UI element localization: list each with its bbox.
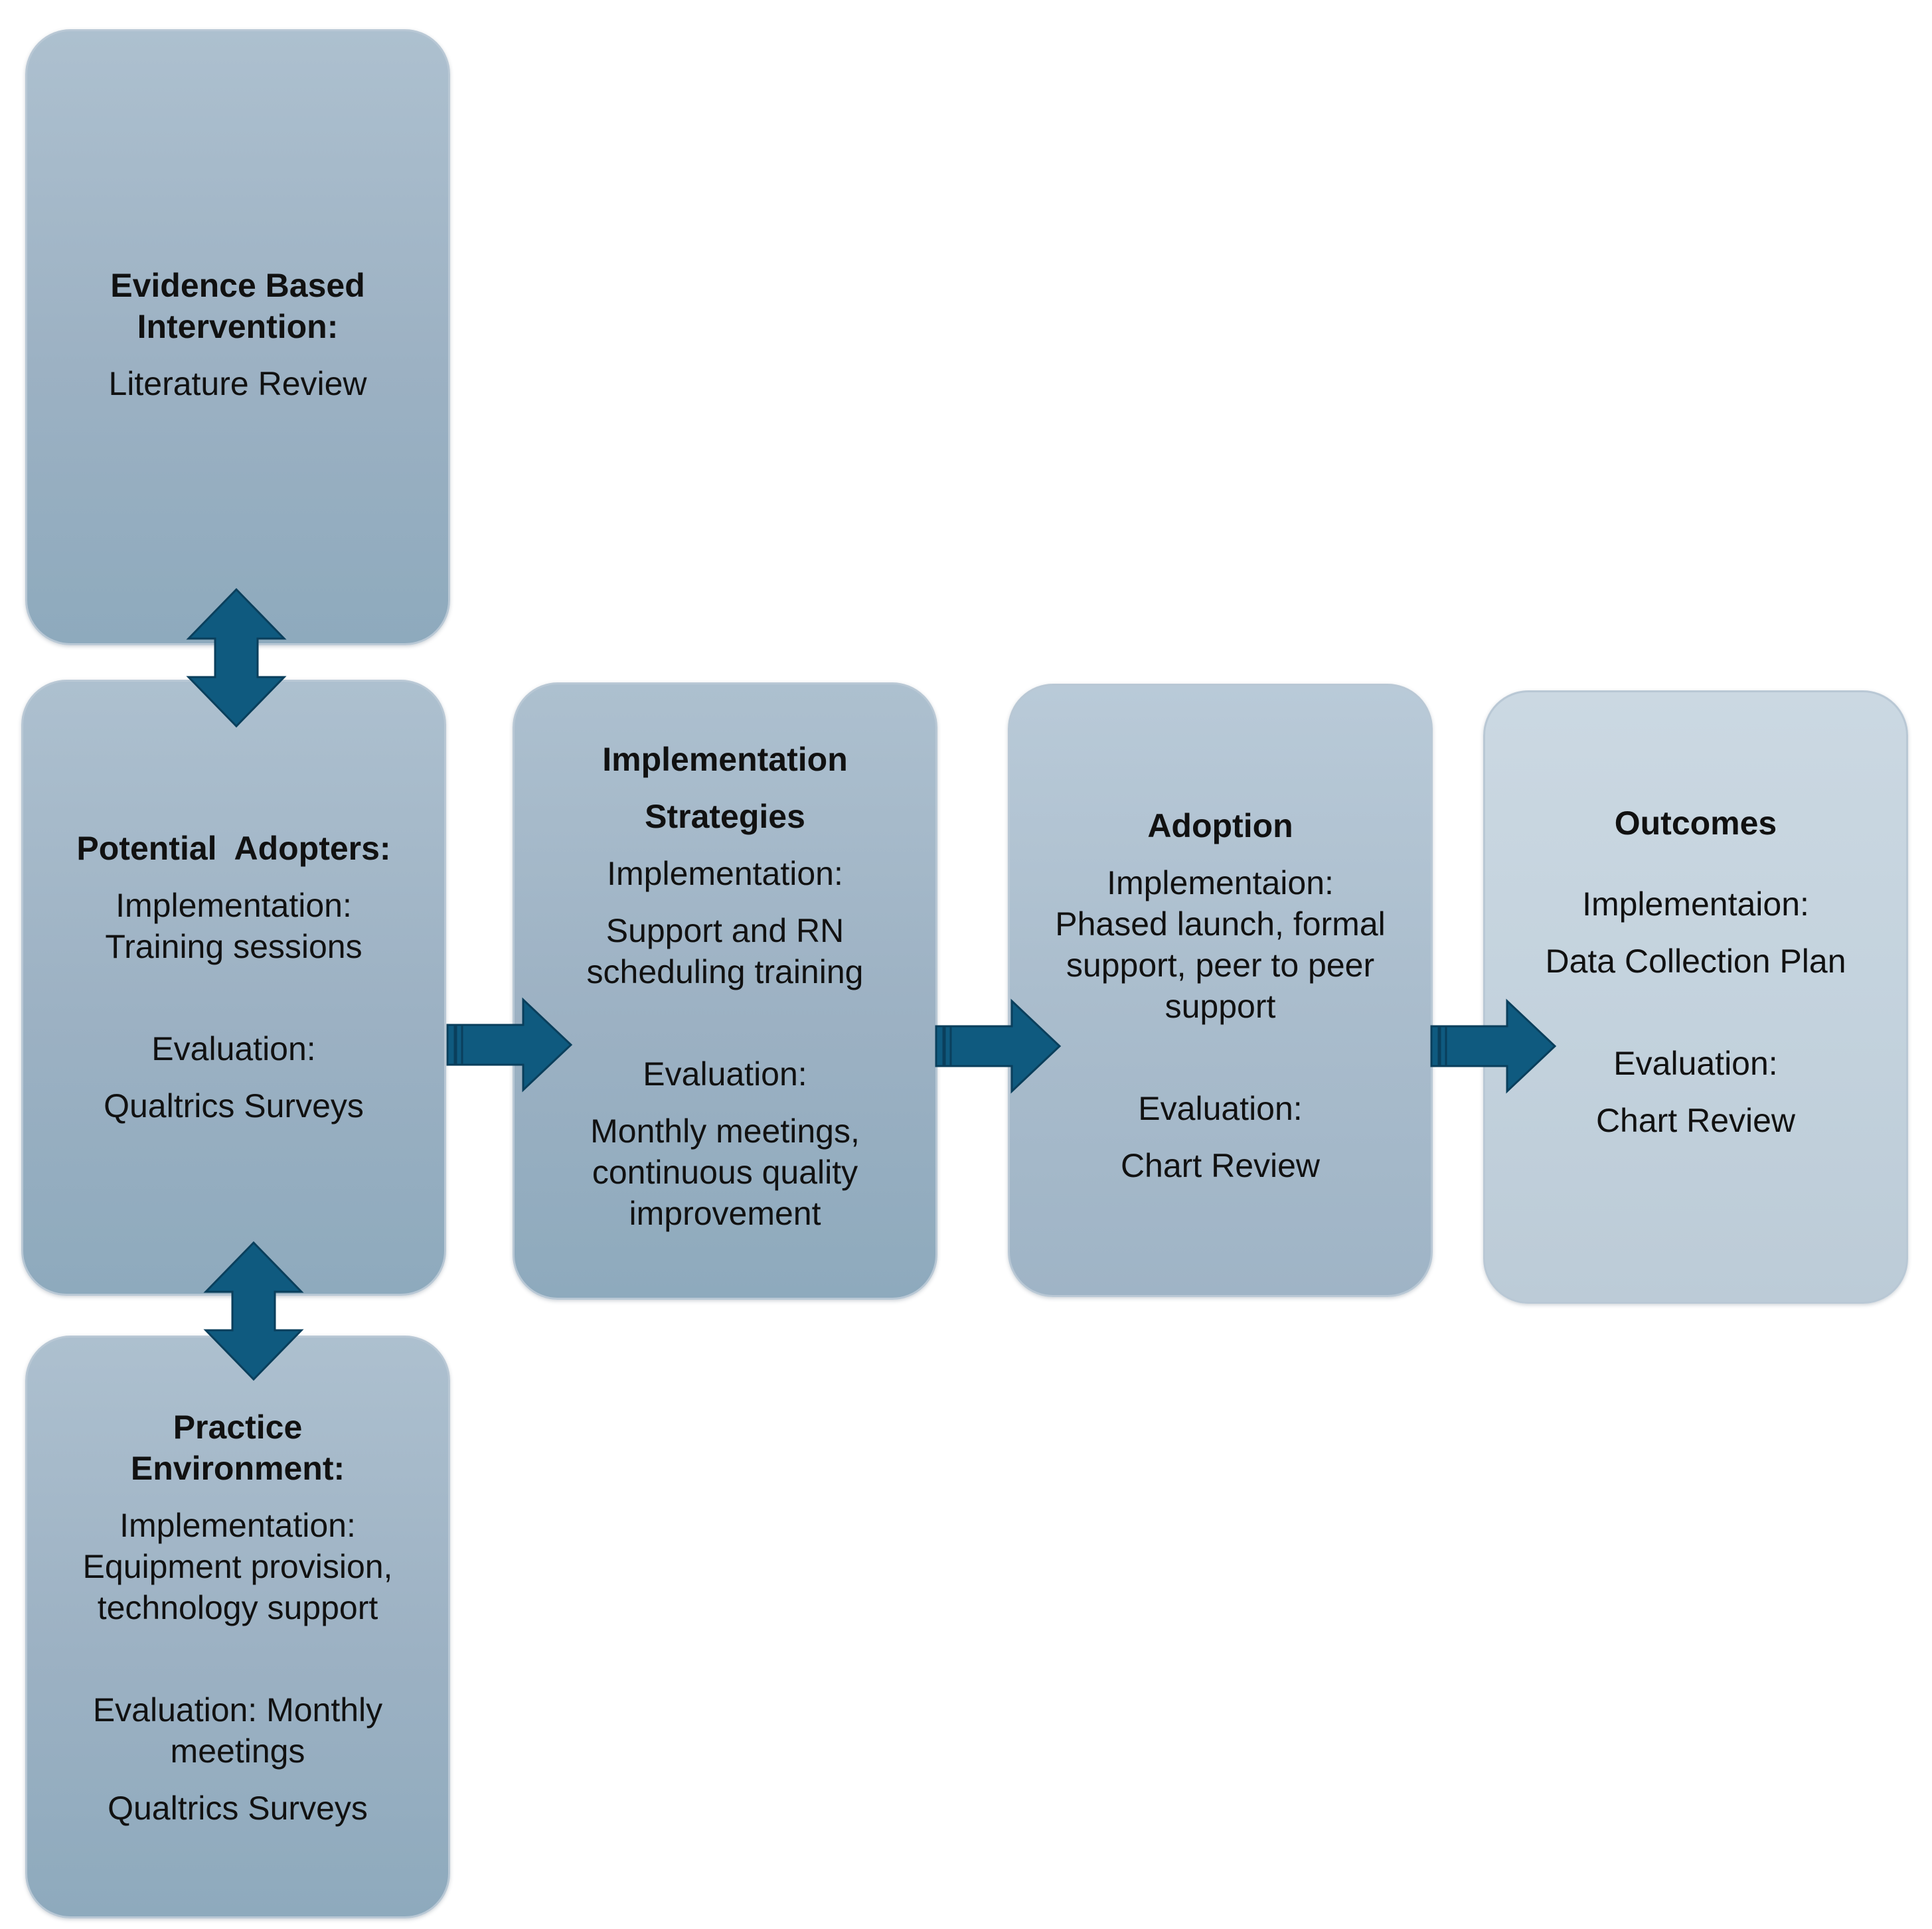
adoption-title: Adoption — [1147, 807, 1293, 844]
adoption-implementation-label: Implementaion: — [1107, 864, 1334, 901]
adoption-evaluation-value: Chart Review — [1120, 1147, 1321, 1184]
practice-environment-box: Practice Environment: Implementation: Eq… — [25, 1336, 450, 1918]
strategies-evaluation-line-2: continuous quality — [592, 1154, 858, 1191]
adopters-evaluation-value: Qualtrics Surveys — [104, 1087, 364, 1124]
environment-implementation-line-2: technology support — [97, 1589, 378, 1626]
environment-implementation-line-1: Equipment provision, — [82, 1548, 393, 1585]
outcomes-evaluation-value: Chart Review — [1595, 1102, 1796, 1139]
adopters-title: Potential Adopters: — [76, 830, 391, 867]
arrow-strategies-to-adoption-icon — [935, 998, 1062, 1094]
strategies-implementation-label: Implementation: — [607, 855, 843, 892]
implementation-strategies-box: Implementation Strategies Implementation… — [513, 682, 937, 1300]
environment-title-line-1: Practice — [173, 1409, 303, 1446]
strategies-implementation-line-1: Support and RN — [605, 912, 845, 949]
arrow-adopters-to-strategies-icon — [446, 997, 573, 1093]
adoption-implementation-line-1: Phased launch, formal — [1055, 905, 1386, 943]
adoption-implementation-line-3: support — [1165, 988, 1276, 1025]
environment-evaluation-line-2: meetings — [170, 1733, 305, 1770]
strategies-evaluation-line-3: improvement — [629, 1195, 821, 1232]
potential-adopters-box: Potential Adopters: Implementation: Trai… — [21, 680, 446, 1296]
outcomes-implementation-value: Data Collection Plan — [1545, 943, 1846, 980]
strategies-title-line-1: Implementation — [602, 741, 848, 778]
adopters-evaluation-label: Evaluation: — [151, 1030, 316, 1067]
double-arrow-adopters-environment-icon — [203, 1241, 304, 1381]
strategies-implementation-line-2: scheduling training — [586, 953, 864, 990]
outcomes-evaluation-label: Evaluation: — [1613, 1045, 1778, 1082]
adopters-implementation-value: Training sessions — [105, 928, 362, 965]
environment-evaluation-value: Qualtrics Surveys — [108, 1790, 368, 1827]
strategies-evaluation-label: Evaluation: — [643, 1055, 807, 1093]
environment-evaluation-line-1: Evaluation: Monthly — [92, 1691, 383, 1729]
evidence-title-line-1: Evidence Based — [110, 267, 365, 304]
environment-implementation-label: Implementation: — [120, 1507, 356, 1544]
outcomes-implementation-label: Implementaion: — [1582, 886, 1809, 923]
arrow-adoption-to-outcomes-icon — [1430, 998, 1557, 1094]
strategies-title-line-2: Strategies — [645, 798, 805, 835]
evidence-title-line-2: Intervention: — [137, 308, 339, 345]
environment-title-line-2: Environment: — [130, 1450, 345, 1487]
adoption-implementation-line-2: support, peer to peer — [1066, 947, 1375, 984]
adoption-box: Adoption Implementaion: Phased launch, f… — [1008, 684, 1433, 1297]
outcomes-box: Outcomes Implementaion: Data Collection … — [1483, 690, 1908, 1304]
evidence-based-intervention-box: Evidence Based Intervention: Literature … — [25, 29, 450, 645]
adoption-evaluation-label: Evaluation: — [1138, 1090, 1303, 1127]
evidence-item-literature-review: Literature Review — [108, 365, 367, 402]
outcomes-title: Outcomes — [1614, 805, 1777, 842]
strategies-evaluation-line-1: Monthly meetings, — [590, 1113, 860, 1150]
double-arrow-evidence-adopters-icon — [186, 587, 287, 728]
adopters-implementation-label: Implementation: — [116, 887, 352, 924]
